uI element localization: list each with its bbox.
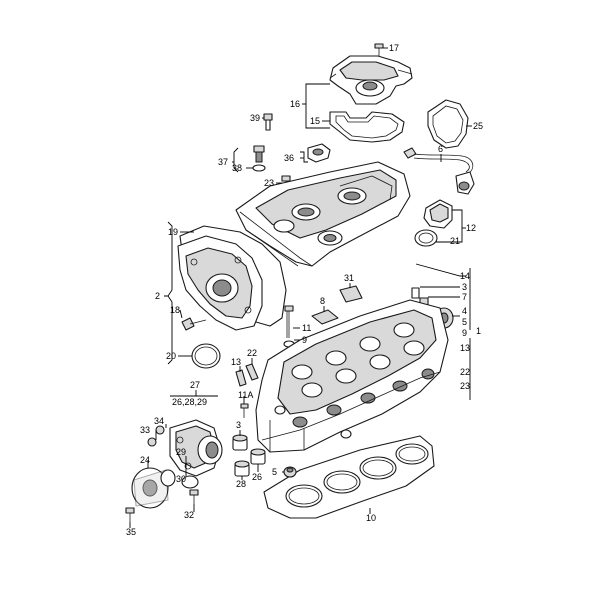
gasket-25[interactable] [427,99,469,149]
callout-23: 23 [264,178,274,188]
plug-5[interactable] [283,466,297,478]
callout-5: 5 [462,317,467,327]
callout-26-28-29: 26,28,29 [172,397,207,407]
callout-20: 20 [166,351,176,361]
callout-16: 16 [290,99,300,109]
callout-6: 6 [438,144,443,154]
callout-25: 25 [473,121,483,131]
callout-35: 35 [126,527,136,537]
callout-29: 29 [176,447,186,457]
bolt-18[interactable] [181,317,207,331]
callout-34: 34 [154,416,164,426]
seal-30[interactable] [160,469,176,487]
callout-11a: 11A [238,390,253,400]
callout-15: 15 [310,116,320,126]
callout-32: 32 [184,510,194,520]
callout-21: 21 [450,236,460,246]
screw-34[interactable] [155,425,165,435]
callout-11: 11 [302,323,311,333]
callout-18: 18 [170,305,180,315]
callout-8: 8 [320,296,325,306]
callout-38: 38 [232,163,242,173]
callout-36: 36 [284,153,294,163]
gasket-15[interactable] [329,111,405,143]
callout-1: 1 [476,326,481,336]
callout-23b: 23 [460,381,470,391]
callout-12: 12 [466,223,476,233]
callout-4: 4 [462,306,467,316]
cap-26[interactable] [250,448,266,465]
pin-3[interactable] [411,287,420,299]
cap-3[interactable] [232,434,248,451]
cylinder-head-cover[interactable] [235,161,411,267]
pump-housing-27[interactable] [169,419,223,477]
flange-24[interactable] [131,467,169,509]
callout-24: 24 [140,455,150,465]
leader-lines [129,47,472,528]
oil-filler-cap-12[interactable] [423,199,453,229]
screw-33[interactable] [147,437,157,447]
bolt-11a[interactable] [240,403,249,418]
seal-21[interactable] [414,229,438,247]
callout-10: 10 [366,513,376,523]
callout-27: 27 [190,380,200,390]
callout-33: 33 [140,425,150,435]
callout-39: 39 [250,113,260,123]
callout-28: 28 [236,479,246,489]
callout-2: 2 [155,291,160,301]
seal-ring-20[interactable] [191,343,221,369]
bolt-32[interactable] [189,489,199,504]
callout-3b: 3 [236,420,241,430]
oil-separator-16[interactable] [329,55,413,105]
callout-31: 31 [344,273,354,283]
callout-19: 19 [168,227,178,237]
seal-ring-38[interactable] [252,164,266,172]
callout-22b: 22 [460,367,470,377]
timing-cover[interactable] [177,235,263,331]
fitting-36[interactable] [307,143,331,163]
callout-13b: 13 [231,357,241,367]
head-gasket-10[interactable] [263,435,435,519]
callout-17: 17 [389,43,399,53]
part-31[interactable] [339,285,363,303]
sensor-39[interactable] [263,113,273,131]
breather-hose-6[interactable] [403,147,475,195]
callout-14: 14 [460,271,470,281]
callout-9b: 9 [302,335,307,345]
callout-9: 9 [462,328,467,338]
valve-37[interactable] [253,145,265,163]
callout-37: 37 [218,157,228,167]
cylinder-head[interactable] [255,299,449,453]
bolt-35[interactable] [125,507,135,522]
cap-28[interactable] [234,460,250,477]
callout-26: 26 [252,472,262,482]
stud-13[interactable] [235,369,247,387]
callout-3: 3 [462,282,467,292]
part-8[interactable] [311,309,339,325]
bolt-11[interactable] [284,305,294,338]
callout-13: 13 [460,343,470,353]
callout-30: 30 [176,474,186,484]
oring-29[interactable] [181,475,199,489]
callout-5b: 5 [272,467,277,477]
stud-22[interactable] [245,363,259,381]
callout-7: 7 [462,292,467,302]
callout-22: 22 [247,348,257,358]
